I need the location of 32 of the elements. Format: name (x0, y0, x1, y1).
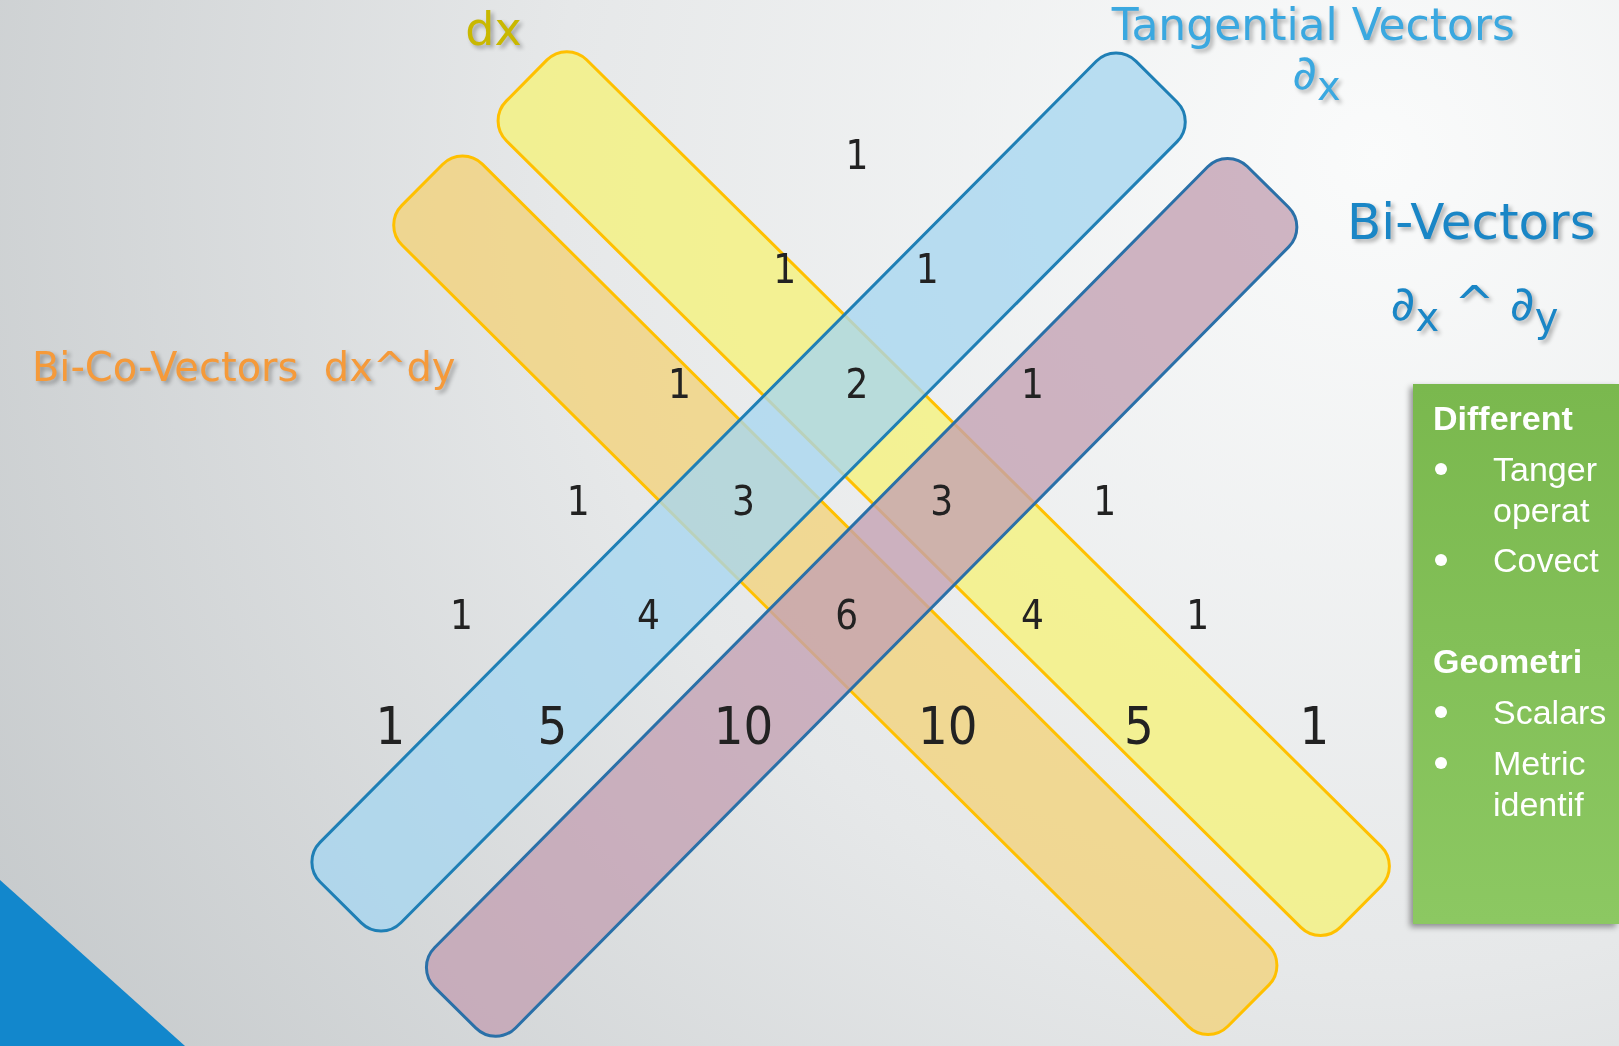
number-label: 1 (375, 699, 406, 752)
bullet-text: Metric identif (1493, 742, 1587, 825)
number-label: 4 (1021, 595, 1044, 636)
number-label: 5 (1124, 699, 1154, 752)
heading-label: Tangential Vectors (1111, 2, 1515, 47)
note-panel (1413, 384, 1619, 924)
bullet-text: Tanger operat (1493, 448, 1598, 531)
bullet-text: Scalars (1493, 692, 1608, 733)
number-label: 1 (1186, 595, 1210, 636)
number-label: 4 (637, 595, 660, 636)
formula-label: ∂$_{x}$ (1292, 48, 1341, 107)
heading-label: dx (465, 5, 522, 52)
number-label: 1 (1299, 699, 1330, 752)
number-label: 1 (566, 480, 590, 521)
number-label: 1 (1093, 480, 1117, 521)
number-label: 1 (1021, 364, 1044, 405)
number-label: 2 (845, 364, 869, 405)
bullet-text: Covect (1493, 540, 1600, 582)
number-label: 1 (773, 249, 797, 290)
panel-heading: Different (1433, 398, 1574, 439)
number-label: 10 (918, 699, 978, 752)
number-label: 1 (450, 595, 473, 636)
number-label: 5 (537, 699, 568, 752)
number-label: 1 (667, 364, 691, 405)
panel-heading: Geometri (1433, 641, 1584, 682)
number-label: 10 (713, 699, 774, 752)
number-label: 1 (915, 249, 939, 290)
number-label: 6 (835, 595, 859, 636)
number-label: 3 (930, 480, 954, 521)
heading-label: Bi-Vectors (1347, 197, 1596, 247)
number-label: 3 (731, 480, 755, 521)
number-label: 1 (845, 134, 869, 175)
